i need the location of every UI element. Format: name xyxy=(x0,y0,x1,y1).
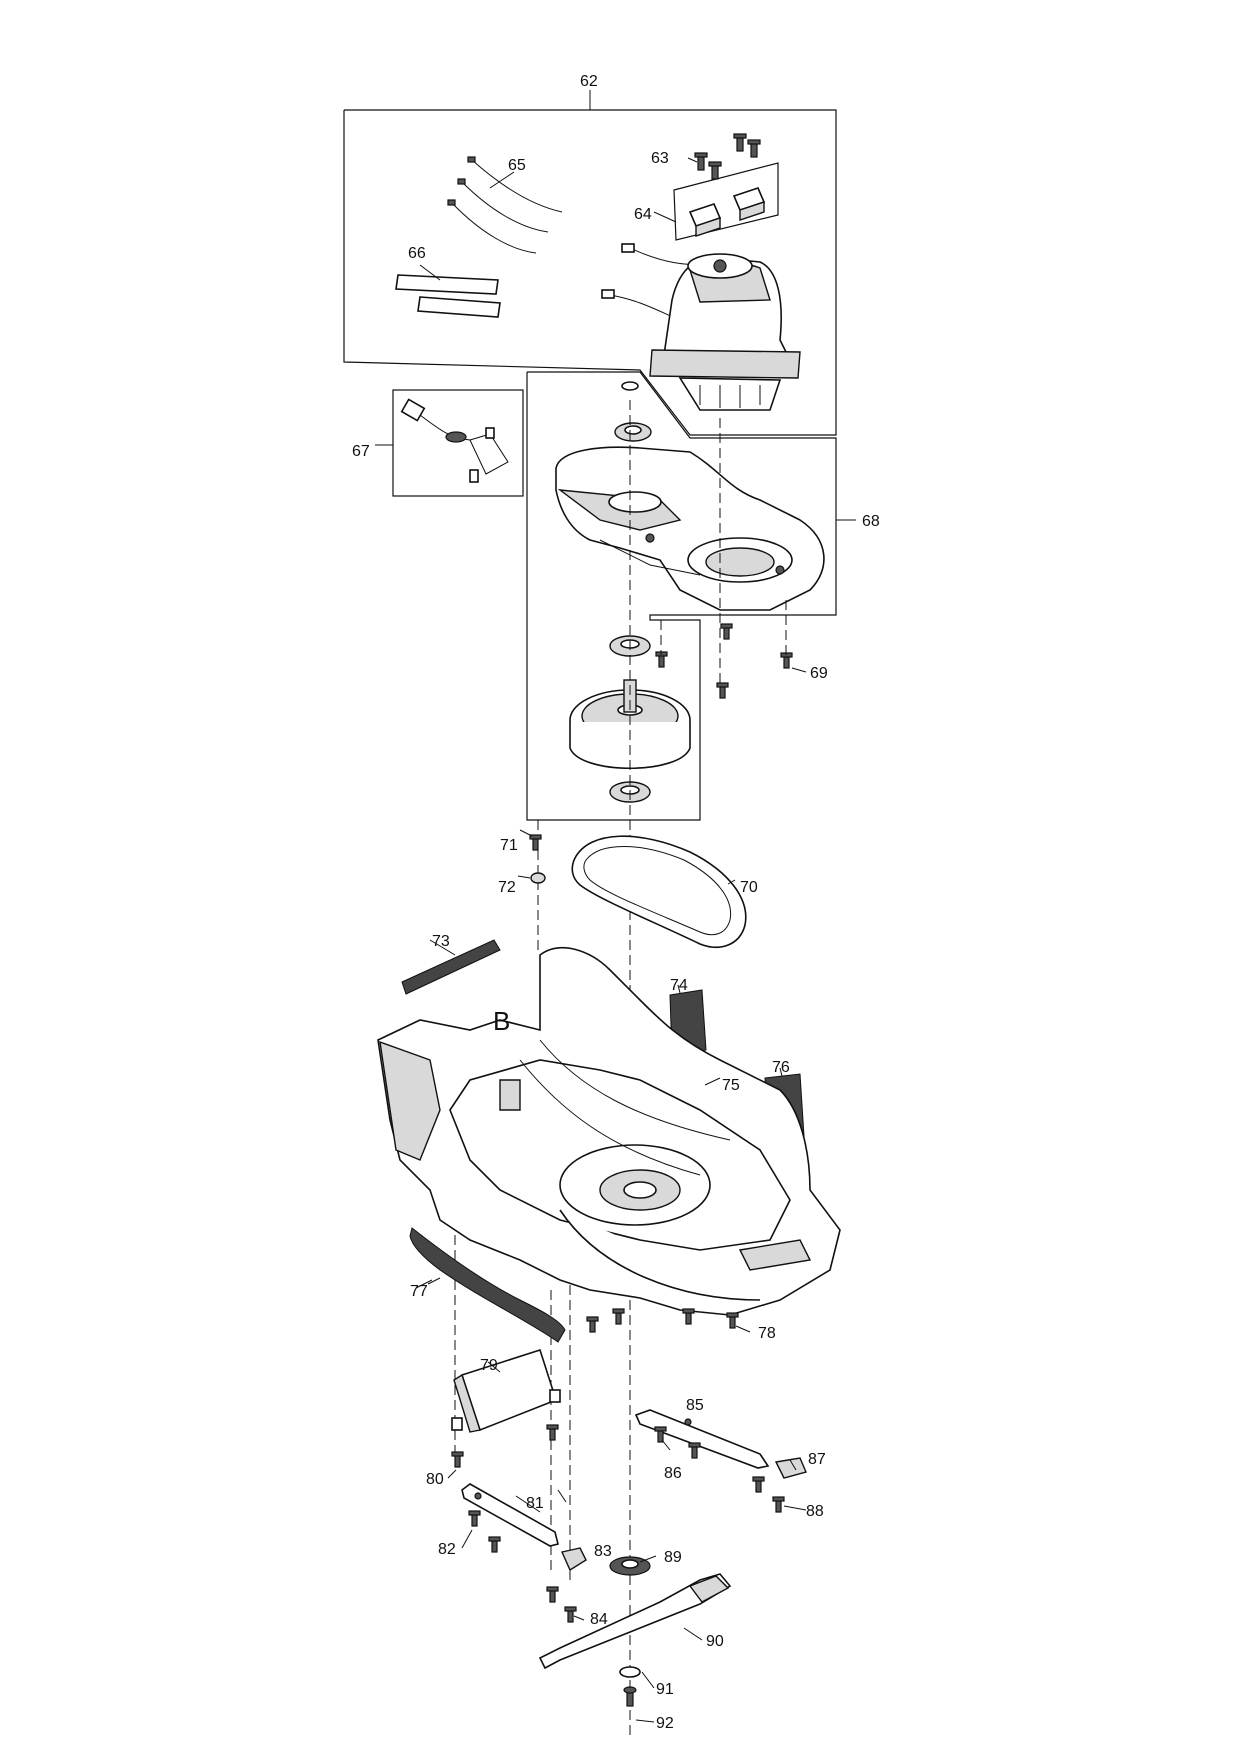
callout-79: 79 xyxy=(480,1357,498,1374)
callout-76: 76 xyxy=(772,1059,790,1076)
gearbox-housing-part xyxy=(555,446,825,611)
drive-belt-part xyxy=(571,835,747,949)
callout-68: 68 xyxy=(862,513,880,530)
callout-81: 81 xyxy=(526,1495,544,1512)
callout-64: 64 xyxy=(634,206,652,223)
callout-65: 65 xyxy=(508,157,526,174)
callout-75: 75 xyxy=(722,1077,740,1094)
callout-86: 86 xyxy=(664,1465,682,1482)
motor-part xyxy=(601,243,801,411)
callout-85: 85 xyxy=(686,1397,704,1414)
callout-72: 72 xyxy=(498,879,516,896)
foam-strip-77 xyxy=(409,1227,566,1343)
blade-assembly xyxy=(538,1556,732,1707)
callout-84: 84 xyxy=(590,1611,608,1628)
callout-88: 88 xyxy=(806,1503,824,1520)
screw-71-nut-72 xyxy=(517,829,546,884)
callout-82: 82 xyxy=(438,1541,456,1558)
callout-77: 77 xyxy=(410,1283,428,1300)
callout-62: 62 xyxy=(580,73,598,90)
callout-labels: B 62 63 64 65 66 67 68 69 70 71 72 73 74… xyxy=(352,73,880,1732)
callout-91: 91 xyxy=(656,1681,674,1698)
callout-leaders xyxy=(415,157,807,1723)
bracket-81 xyxy=(461,1483,587,1623)
screws-78 xyxy=(586,1308,739,1333)
retaining-clip xyxy=(614,381,652,442)
callout-74: 74 xyxy=(670,977,688,994)
callout-69: 69 xyxy=(810,665,828,682)
callout-92: 92 xyxy=(656,1715,674,1732)
cable-ties-part xyxy=(447,156,563,254)
screws-69 xyxy=(655,623,793,699)
bracket-85 xyxy=(634,1409,807,1513)
callout-63: 63 xyxy=(651,150,669,167)
foam-strip-73 xyxy=(401,939,501,995)
callout-67: 67 xyxy=(352,443,370,460)
callout-66: 66 xyxy=(408,245,426,262)
callout-83: 83 xyxy=(594,1543,612,1560)
callout-70: 70 xyxy=(740,879,758,896)
carbon-brush-set xyxy=(673,133,779,241)
adhesive-tapes-part xyxy=(395,274,501,318)
callout-73: 73 xyxy=(432,933,450,950)
section-letter-b: B xyxy=(493,1006,510,1036)
kit-62-frame xyxy=(343,90,837,436)
callout-87: 87 xyxy=(808,1451,826,1468)
callout-90: 90 xyxy=(706,1633,724,1650)
callout-89: 89 xyxy=(664,1549,682,1566)
callout-71: 71 xyxy=(500,837,518,854)
kit-67-frame xyxy=(375,389,524,497)
callout-78: 78 xyxy=(758,1325,776,1342)
kit-68-frame xyxy=(526,371,856,821)
callout-80: 80 xyxy=(426,1471,444,1488)
mower-deck-part xyxy=(377,947,841,1316)
bracket-79 xyxy=(451,1348,561,1468)
